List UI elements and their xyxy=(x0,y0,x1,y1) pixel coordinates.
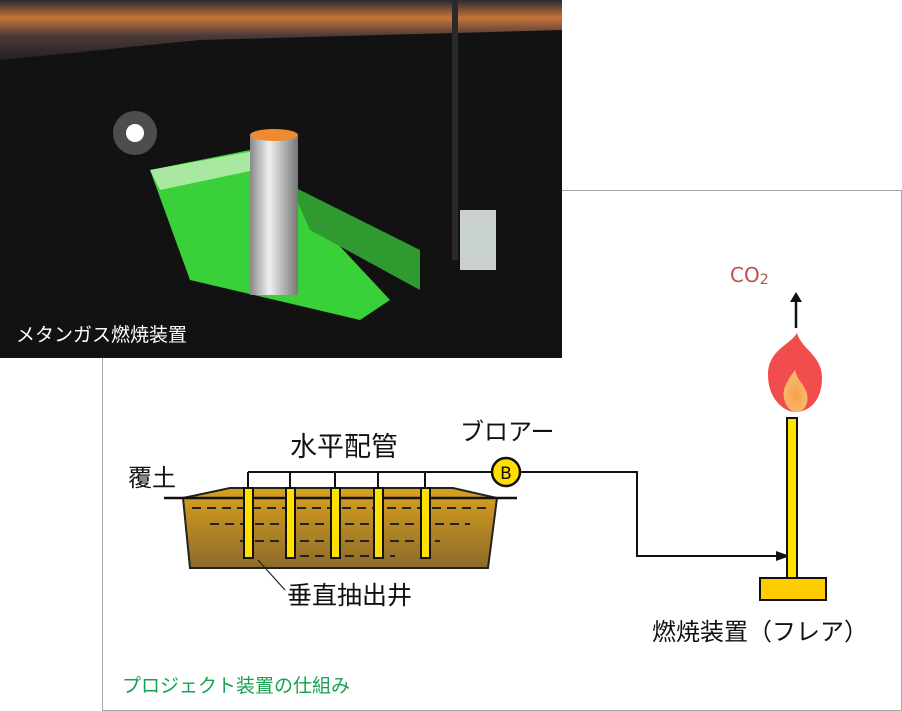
well-pointer xyxy=(257,559,286,591)
photo-caption: メタンガス燃焼装置 xyxy=(16,324,188,346)
co2-label: CO2 xyxy=(730,263,769,288)
blower-symbol: B xyxy=(500,464,512,484)
horizontal-pipe-label: 水平配管 xyxy=(290,432,398,463)
vertical-wells-label: 垂直抽出井 xyxy=(287,581,412,610)
diagram-caption: プロジェクト装置の仕組み xyxy=(122,675,350,697)
flame-icon xyxy=(768,333,822,412)
flare-stack xyxy=(786,417,798,579)
methane-flare-photo: メタンガス燃焼装置 xyxy=(0,0,562,358)
flare-label: 燃焼装置（フレア） xyxy=(652,618,868,646)
photo-image xyxy=(0,0,562,358)
blower-icon xyxy=(490,456,522,488)
co2-arrow-head xyxy=(790,292,802,302)
flare-base xyxy=(759,577,827,601)
vertical-wells xyxy=(243,487,431,559)
blower-label: ブロアー xyxy=(460,418,555,446)
arrow-head xyxy=(776,551,790,561)
cover-soil-label: 覆土 xyxy=(128,464,176,492)
horizontal-pipe xyxy=(247,471,780,557)
